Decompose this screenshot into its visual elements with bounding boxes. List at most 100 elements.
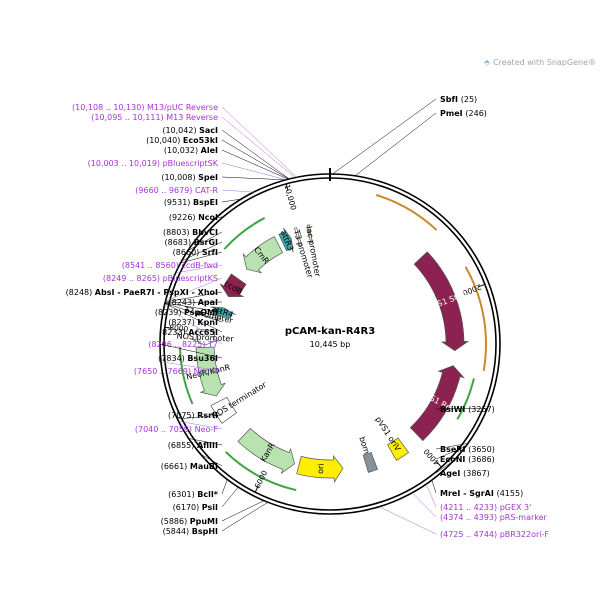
site-afliii[interactable]: (6855) AflIII — [168, 441, 218, 450]
site-name: PpuMI — [190, 517, 218, 526]
site-pos: (8233) — [159, 328, 188, 337]
site-bsrgi[interactable]: (8683) BsrGI — [164, 238, 218, 247]
feature-t7-promoter[interactable] — [195, 311, 221, 319]
feature-nos-promoter[interactable] — [191, 328, 219, 346]
leader-line — [221, 139, 290, 180]
site-kpni[interactable]: (8237) KpnI — [168, 318, 218, 327]
primer-range: (7040 .. 7059) — [135, 425, 195, 434]
feature-attr4[interactable] — [210, 306, 236, 319]
primer-prs-marker[interactable]: (4374 .. 4393) pRS-marker — [440, 513, 548, 522]
site-bsu36i[interactable]: (7834) Bsu36I — [158, 354, 218, 363]
site-alei[interactable]: (10,032) AleI — [164, 146, 218, 155]
primer-ccdb-fwd[interactable]: (8541 .. 8560) ccdB-fwd — [122, 261, 218, 270]
primer-name: Neo-F — [195, 425, 219, 434]
leader-line — [165, 277, 223, 302]
site-acc65i[interactable]: (8233) Acc65I — [159, 328, 218, 337]
leader-line — [159, 343, 223, 359]
snapgene-watermark: ⬘Created with SnapGene® — [483, 58, 596, 67]
leader-line — [164, 305, 223, 345]
primer-range: (7650 .. 7669) — [134, 367, 194, 376]
leader-line — [221, 106, 298, 178]
feature-cmr[interactable] — [242, 236, 284, 274]
feature-neor-kanr[interactable] — [195, 346, 226, 397]
site-pos: (8660) — [173, 248, 202, 257]
site-pos: (6170) — [173, 503, 202, 512]
feature-ori[interactable] — [296, 454, 344, 484]
leader-line — [221, 176, 286, 181]
feature-lac-promoter[interactable] — [306, 224, 313, 244]
feature-t3-promoter[interactable] — [294, 227, 302, 246]
site-srfi[interactable]: (8660) SrfI — [173, 248, 218, 257]
feature-attr3[interactable] — [278, 227, 294, 253]
leader-line — [165, 291, 223, 303]
site-bbvci[interactable]: (8803) BbvCI — [163, 228, 218, 237]
feature-bom[interactable] — [362, 452, 378, 473]
primer-cat-r[interactable]: (9660 .. 9679) CAT-R — [135, 186, 218, 195]
feature-pvs1-repa[interactable] — [409, 365, 465, 442]
primer-name: CAT-R — [195, 186, 218, 195]
primer-name: pBR322ori-F — [500, 530, 550, 539]
leader-line — [221, 116, 296, 178]
site-spei[interactable]: (10,008) SpeI — [161, 173, 218, 182]
site-pos: (6661) — [161, 462, 190, 471]
site-name: SbfI — [440, 95, 461, 104]
site-pos: (5886) — [161, 517, 190, 526]
primer-name: pRS-marker — [500, 513, 548, 522]
site-maubi[interactable]: (6661) MauBI — [161, 462, 218, 471]
tick-label: 8000 — [169, 323, 189, 334]
site-pos: (9531) — [164, 198, 193, 207]
primer-neo-f[interactable]: (7040 .. 7059) Neo-F — [135, 425, 219, 434]
leader-line — [221, 500, 265, 522]
site-apai[interactable]: (8243) ApaI — [169, 298, 218, 307]
feature-pvs1-oriv[interactable] — [387, 437, 410, 461]
site-name: BbvCI — [192, 228, 218, 237]
site-ncoi[interactable]: (9226) NcoI — [169, 213, 218, 222]
primer-m13-puc-reverse[interactable]: (10,108 .. 10,130) M13/pUC Reverse — [72, 103, 218, 112]
site-mrei-sgrai[interactable]: MreI - SgrAI (4155) — [440, 489, 523, 498]
orange-arc — [375, 194, 438, 231]
site-name: AbsI - PaeR7I - PspXI - XhoI — [95, 288, 218, 297]
site-bsphi[interactable]: (5844) BspHI — [163, 527, 218, 536]
site-econi[interactable]: EcoNI (3686) — [440, 455, 495, 464]
leader-line — [160, 361, 223, 372]
feature-label-nos-promoter: NOS promoter — [176, 332, 234, 344]
site-bcli[interactable]: (6301) BclI* — [168, 490, 219, 499]
site-agei[interactable]: AgeI (3867) — [440, 469, 490, 478]
primer-neo-r[interactable]: (7650 .. 7669) Neo-R — [134, 367, 219, 376]
site-pos: (5844) — [163, 527, 192, 536]
primer-pgex-3[interactable]: (4211 .. 4233) pGEX 3' — [440, 503, 531, 512]
site-sbfi[interactable]: SbfI (25) — [440, 95, 477, 104]
leader-line — [180, 251, 223, 264]
primer-t7[interactable]: (8206 .. 8225) T7 — [148, 340, 218, 349]
feature-kanr[interactable] — [237, 427, 295, 475]
annotation-arcs — [179, 194, 487, 492]
site-ppumi[interactable]: (5886) PpuMI — [161, 517, 218, 526]
site-bspei[interactable]: (9531) BspEI — [164, 198, 218, 207]
feature-ccdb[interactable] — [220, 273, 247, 297]
primer-m13-reverse[interactable]: (10,095 .. 10,111) M13 Reverse — [91, 113, 218, 122]
primer-pbr322ori-f[interactable]: (4725 .. 4744) pBR322ori-F — [440, 530, 549, 539]
site-name: BsiWI — [440, 405, 468, 414]
site-rsrii[interactable]: (7075) RsrII — [168, 411, 218, 420]
feature-label-bom: bom — [357, 435, 371, 455]
feature-nos-terminator[interactable] — [210, 396, 238, 424]
site-bseri[interactable]: BseRI (3650) — [440, 445, 495, 454]
site-absi-paer7i-pspxi-xhoi[interactable]: (8248) AbsI - PaeR7I - PspXI - XhoI — [66, 288, 218, 297]
site-eco53ki[interactable]: (10,040) Eco53kI — [146, 136, 218, 145]
site-name: MauBI — [190, 462, 218, 471]
tick-mark — [478, 283, 486, 288]
site-name: Bsu36I — [187, 354, 218, 363]
site-psii[interactable]: (6170) PsiI — [173, 503, 218, 512]
primer-pbluescriptsk[interactable]: (10,003 .. 10,019) pBluescriptSK — [88, 159, 219, 168]
site-saci[interactable]: (10,042) SacI — [162, 126, 218, 135]
leader-line — [221, 502, 269, 532]
primer-pbluescriptks[interactable]: (8249 .. 8265) pBluescriptKS — [103, 274, 218, 283]
feature-pvs1-staa[interactable] — [413, 251, 470, 352]
primer-range: (10,003 .. 10,019) — [88, 159, 163, 168]
leader-line — [426, 484, 437, 508]
site-pspomi[interactable]: (8239) PspOMI — [155, 308, 218, 317]
site-bsiwi[interactable]: BsiWI (3257) — [440, 405, 495, 414]
leader-line — [177, 414, 223, 420]
site-pmei[interactable]: PmeI (246) — [440, 109, 487, 118]
